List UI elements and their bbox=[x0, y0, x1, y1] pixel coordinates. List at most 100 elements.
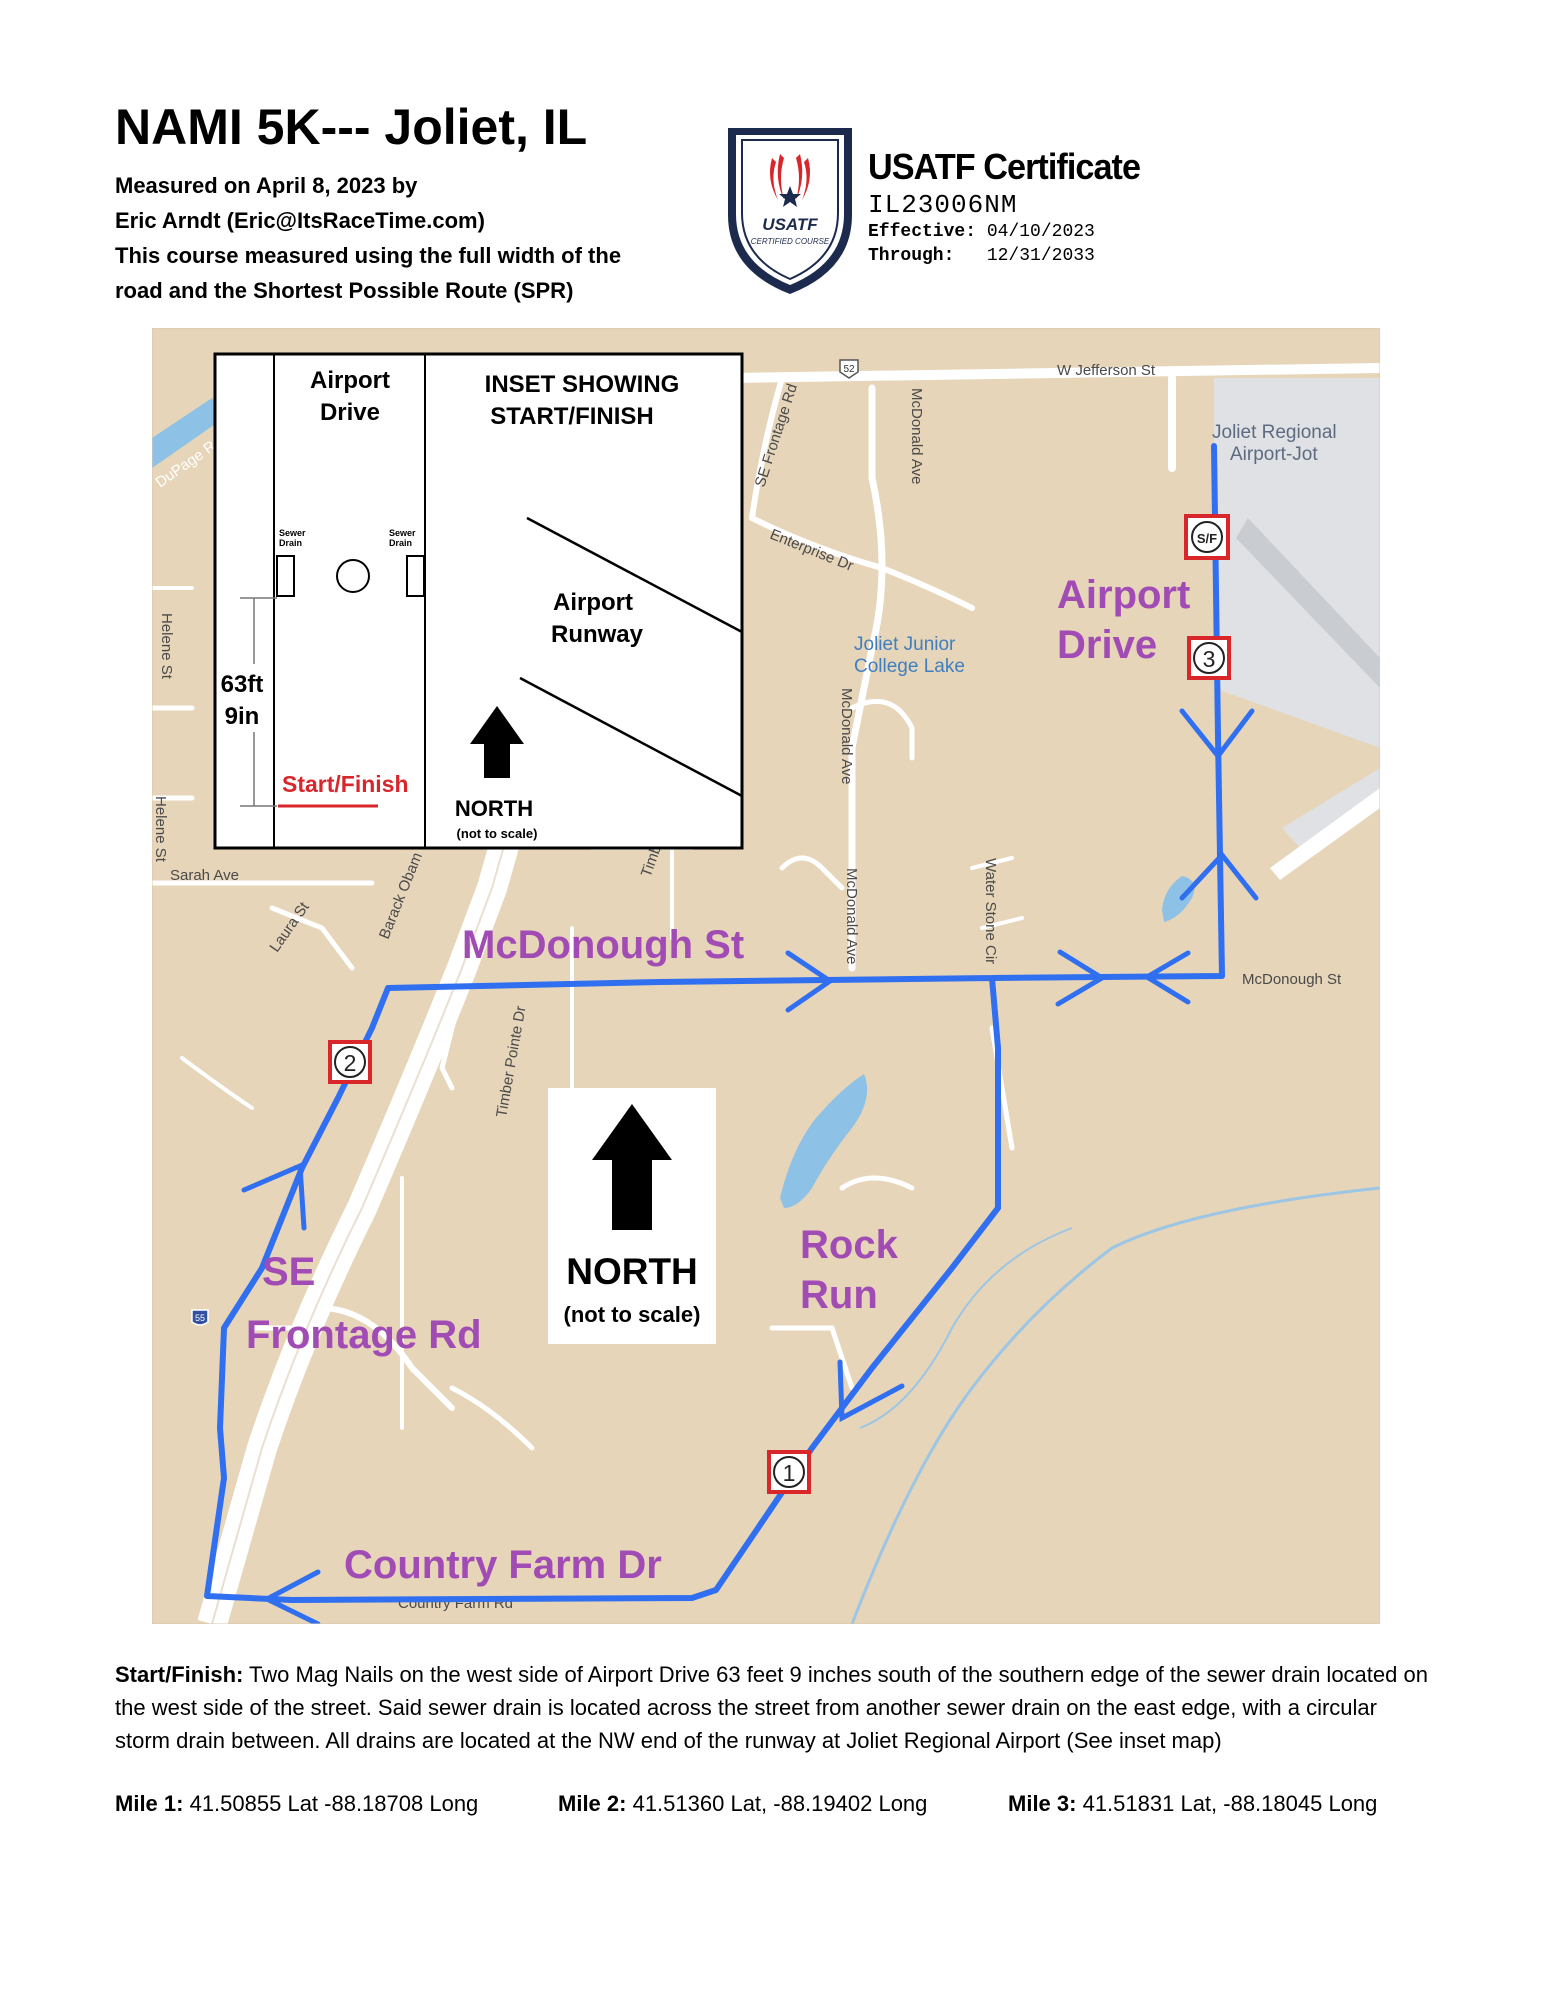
sewer-drain-label: Drain bbox=[389, 538, 412, 548]
interstate-shield: 55 bbox=[191, 1309, 209, 1326]
sewer-drain-label: Sewer bbox=[389, 528, 416, 538]
logo-text: USATF bbox=[762, 215, 818, 234]
mcdonough-route-label: McDonough St bbox=[462, 923, 744, 967]
mile-1-marker: 1 bbox=[767, 1450, 811, 1494]
road-network bbox=[152, 363, 1380, 1451]
logo-subtext: CERTIFIED COURSE bbox=[751, 237, 830, 246]
cert-title: USATF Certificate bbox=[868, 146, 1141, 187]
street-label: W Jefferson St bbox=[1057, 362, 1156, 379]
sewer-drain-label: Drain bbox=[279, 538, 302, 548]
creek bbox=[850, 1186, 1380, 1624]
north-arrow-box: NORTH (not to scale) bbox=[548, 1088, 716, 1344]
page-title: NAMI 5K--- Joliet, IL bbox=[115, 99, 588, 155]
mile-1-coords: Mile 1: 41.50855 Lat -88.18708 Long bbox=[115, 1791, 478, 1817]
airport-label: Joliet Regional bbox=[1212, 422, 1337, 443]
interstate-median bbox=[211, 747, 533, 1624]
info-line: Measured on April 8, 2023 by bbox=[115, 173, 418, 198]
inset-airport-drive: Airport bbox=[310, 367, 390, 394]
inset-runway: Runway bbox=[551, 621, 644, 648]
effective-date: 04/10/2023 bbox=[986, 222, 1095, 242]
interstate-55-label: 55 bbox=[195, 1313, 205, 1323]
airport-area bbox=[1214, 378, 1380, 748]
mile-1-label: Mile 1: bbox=[115, 1791, 184, 1816]
cert-number: IL23006NM bbox=[868, 190, 1018, 220]
arrow-west bbox=[261, 1569, 321, 1624]
creek bbox=[859, 1227, 1073, 1429]
start-finish-text: Two Mag Nails on the west side of Airpor… bbox=[115, 1662, 1428, 1753]
direction-arrows bbox=[241, 708, 1259, 1624]
mile-2-value: 41.51360 Lat, -88.19402 Long bbox=[626, 1791, 928, 1816]
west-sewer-drain bbox=[276, 555, 295, 597]
start-finish-label: Start/Finish: bbox=[115, 1662, 244, 1687]
highway-52-label: 52 bbox=[843, 364, 855, 375]
measurement-info: Measured on April 8, 2023 by Eric Arndt … bbox=[115, 168, 621, 308]
rock-run-route-label: Run bbox=[800, 1273, 878, 1317]
start-finish-marker-label: S/F bbox=[1197, 531, 1217, 546]
north-arrow-icon bbox=[592, 1104, 672, 1230]
mile-1-value: 41.50855 Lat -88.18708 Long bbox=[183, 1791, 479, 1816]
lake-label: Joliet Junior bbox=[854, 634, 956, 655]
pond bbox=[1162, 876, 1195, 922]
dupage-river bbox=[152, 398, 224, 468]
street-label: Water Stone Cir bbox=[982, 858, 999, 964]
start-finish-description: Start/Finish: Two Mag Nails on the west … bbox=[115, 1658, 1435, 1757]
runway bbox=[1282, 768, 1380, 848]
info-line: This course measured using the full widt… bbox=[115, 243, 622, 268]
info-line: road and the Shortest Possible Route (SP… bbox=[115, 278, 574, 303]
arrow-east bbox=[785, 950, 835, 1013]
lake-label: College Lake bbox=[854, 656, 965, 677]
arrow-west bbox=[1142, 950, 1191, 1005]
arrow-north bbox=[241, 1162, 307, 1231]
runway bbox=[1236, 518, 1380, 688]
through-date: 12/31/2033 bbox=[986, 246, 1095, 266]
storm-drain-icon bbox=[336, 559, 370, 593]
mile-3-coords: Mile 3: 41.51831 Lat, -88.18045 Long bbox=[1008, 1791, 1377, 1817]
arrow-east bbox=[1055, 949, 1107, 1007]
sewer-drain-label: Sewer bbox=[279, 528, 306, 538]
pond bbox=[780, 1074, 868, 1208]
mile-3-label: Mile 3: bbox=[1008, 1791, 1077, 1816]
inset-airport-drive: Drive bbox=[320, 399, 380, 426]
mile-2-label: Mile 2: bbox=[558, 1791, 627, 1816]
effective-label: Effective: bbox=[868, 222, 977, 242]
inset-not-to-scale: (not to scale) bbox=[457, 826, 538, 841]
highway-shield: 52 bbox=[839, 359, 859, 379]
se-frontage-route-label: SE bbox=[262, 1250, 315, 1294]
inset-north-arrow-icon bbox=[470, 706, 524, 778]
mile-3-value: 41.51831 Lat, -88.18045 Long bbox=[1076, 1791, 1378, 1816]
north-label: NORTH bbox=[566, 1251, 698, 1292]
airport-label: Airport-Jot bbox=[1230, 444, 1318, 465]
runway bbox=[1270, 788, 1380, 880]
country-farm-route-label: Country Farm Dr bbox=[344, 1543, 662, 1587]
street-label: McDonald Ave bbox=[908, 388, 925, 484]
course-route bbox=[204, 443, 1225, 1603]
through-label: Through: bbox=[868, 246, 955, 266]
start-finish-marker: S/F bbox=[1184, 514, 1230, 560]
start-finish-inset: Airport Drive INSET SHOWING START/FINISH… bbox=[213, 352, 744, 850]
inset-distance: 63ft bbox=[221, 671, 264, 698]
rock-run-route-label: Rock bbox=[800, 1223, 899, 1267]
usatf-logo: USATF CERTIFIED COURSE bbox=[728, 128, 852, 294]
east-sewer-drain bbox=[406, 555, 425, 597]
street-label: Helene St bbox=[158, 613, 175, 680]
street-label: Sarah Ave bbox=[170, 867, 239, 884]
mile-1-marker-label: 1 bbox=[783, 1460, 796, 1486]
mile-2-marker-label: 2 bbox=[344, 1050, 357, 1076]
airport-drive-route-label: Drive bbox=[1057, 623, 1157, 667]
arrow-southwest bbox=[837, 1359, 905, 1423]
inset-distance: 9in bbox=[225, 703, 260, 730]
mile-3-marker: 3 bbox=[1187, 636, 1231, 680]
arrow-north bbox=[1179, 851, 1259, 901]
street-label: McDonald Ave bbox=[843, 868, 860, 964]
mile-2-marker: 2 bbox=[328, 1040, 372, 1084]
inset-title: START/FINISH bbox=[490, 403, 654, 430]
mile-3-marker-label: 3 bbox=[1203, 646, 1216, 672]
street-label: McDonald Ave bbox=[838, 688, 855, 784]
inset-north: NORTH bbox=[455, 796, 533, 821]
se-frontage-route-label: Frontage Rd bbox=[246, 1313, 482, 1357]
not-to-scale-label: (not to scale) bbox=[564, 1302, 701, 1327]
usatf-certificate: USATF Certificate IL23006NM Effective: 0… bbox=[868, 146, 1154, 268]
mile-2-coords: Mile 2: 41.51360 Lat, -88.19402 Long bbox=[558, 1791, 927, 1817]
inset-title: INSET SHOWING bbox=[485, 371, 680, 398]
runway-edge bbox=[526, 516, 743, 634]
